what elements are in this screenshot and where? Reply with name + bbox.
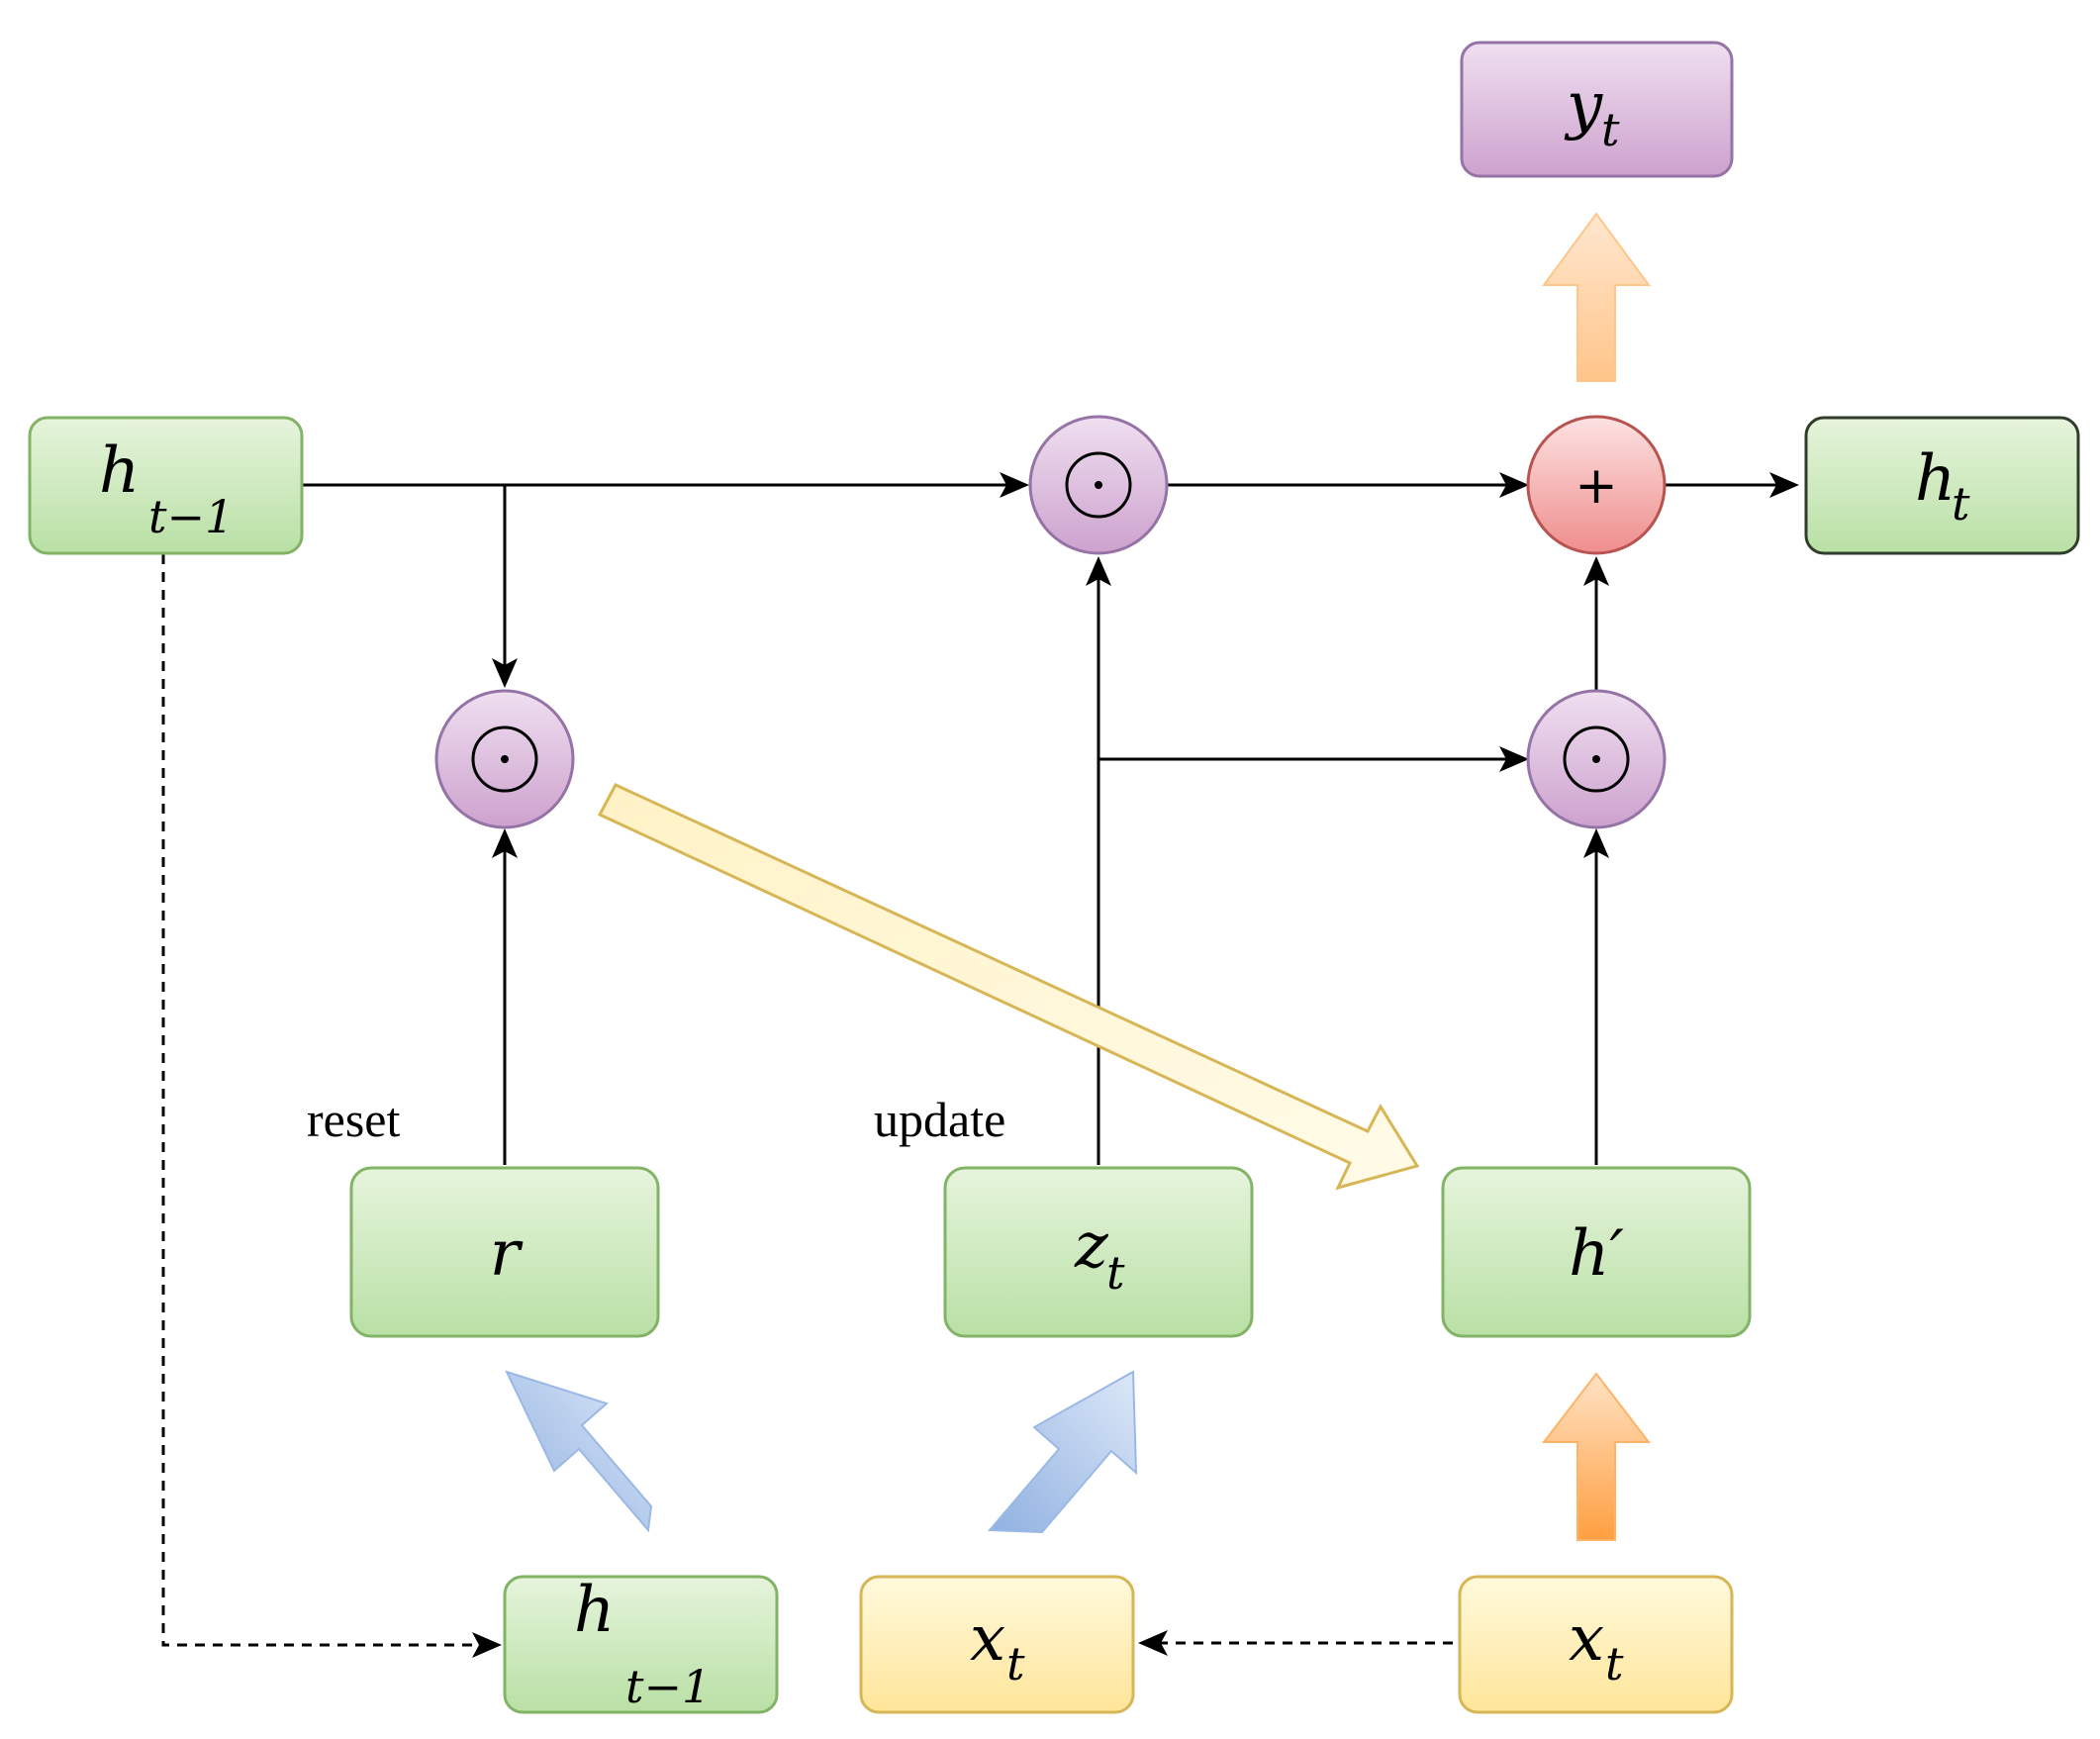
h-t-sub: t: [1952, 477, 1970, 531]
x-t-left-main: x: [970, 1602, 1005, 1676]
node-h-prev-bottom: h t−1: [503, 1574, 779, 1714]
add-glyph: +: [1575, 456, 1618, 516]
node-y-t: y t: [1460, 41, 1734, 178]
arrowhead-mult-top: [1000, 472, 1029, 498]
x-t-right-main: x: [1569, 1602, 1604, 1676]
node-h-candidate: h′: [1441, 1166, 1752, 1338]
h-prev-bottom-main: h: [574, 1574, 615, 1647]
arrowhead-hcand-up: [1583, 828, 1609, 858]
pale-arrow-reset-to-hcand: [597, 783, 1420, 1191]
h-prev-top-sub: t−1: [148, 490, 234, 543]
y-t-sub: t: [1601, 103, 1620, 156]
caption-reset: reset: [307, 1092, 400, 1147]
arrowhead-mult-right: [1499, 746, 1529, 772]
r-main: r: [490, 1217, 524, 1291]
arrowhead-ht: [1769, 472, 1799, 498]
h-prev-bottom-sub: t−1: [625, 1660, 711, 1713]
arrowhead-r-up: [492, 828, 518, 858]
connectors: [161, 480, 1793, 1647]
blue-arrow-to-r: [505, 1370, 653, 1533]
orange-arrow-to-yt: [1542, 212, 1651, 382]
arrowhead-hprev-bottom: [472, 1632, 502, 1658]
orange-arrow-to-hcand: [1541, 1372, 1652, 1541]
arrowhead-mult-left: [492, 658, 518, 688]
op-mult-left: [434, 689, 575, 829]
node-h-t: h t: [1804, 416, 2080, 555]
node-r: r: [349, 1166, 660, 1338]
node-z: z t: [943, 1166, 1254, 1338]
caption-update: update: [874, 1092, 1005, 1147]
x-t-right-sub: t: [1605, 1637, 1624, 1691]
op-mult-top: [1028, 415, 1169, 555]
node-x-t-left: x t: [859, 1575, 1135, 1714]
h-prev-top-main: h: [99, 435, 140, 508]
arrowhead-add: [1499, 472, 1529, 498]
y-t-main: y: [1564, 69, 1603, 143]
node-x-t-right: x t: [1458, 1575, 1734, 1714]
arrowhead-xt-left: [1138, 1630, 1168, 1656]
op-add: +: [1526, 415, 1667, 555]
h-t-main: h: [1915, 442, 1956, 516]
arrowhead-add-up: [1583, 556, 1609, 586]
node-h-prev-top: h t−1: [28, 416, 304, 555]
op-mult-right: [1526, 689, 1667, 829]
h-candidate-main: h′: [1569, 1217, 1624, 1291]
z-sub: t: [1106, 1246, 1125, 1300]
line-dashed-hprev-down: [161, 554, 495, 1647]
z-main: z: [1074, 1209, 1109, 1283]
blue-arrow-to-z: [987, 1370, 1138, 1534]
block-arrows: [505, 212, 1652, 1541]
arrowhead-z-up: [1086, 556, 1111, 586]
x-t-left-sub: t: [1006, 1637, 1025, 1691]
arrow-heads: [472, 472, 1799, 1658]
